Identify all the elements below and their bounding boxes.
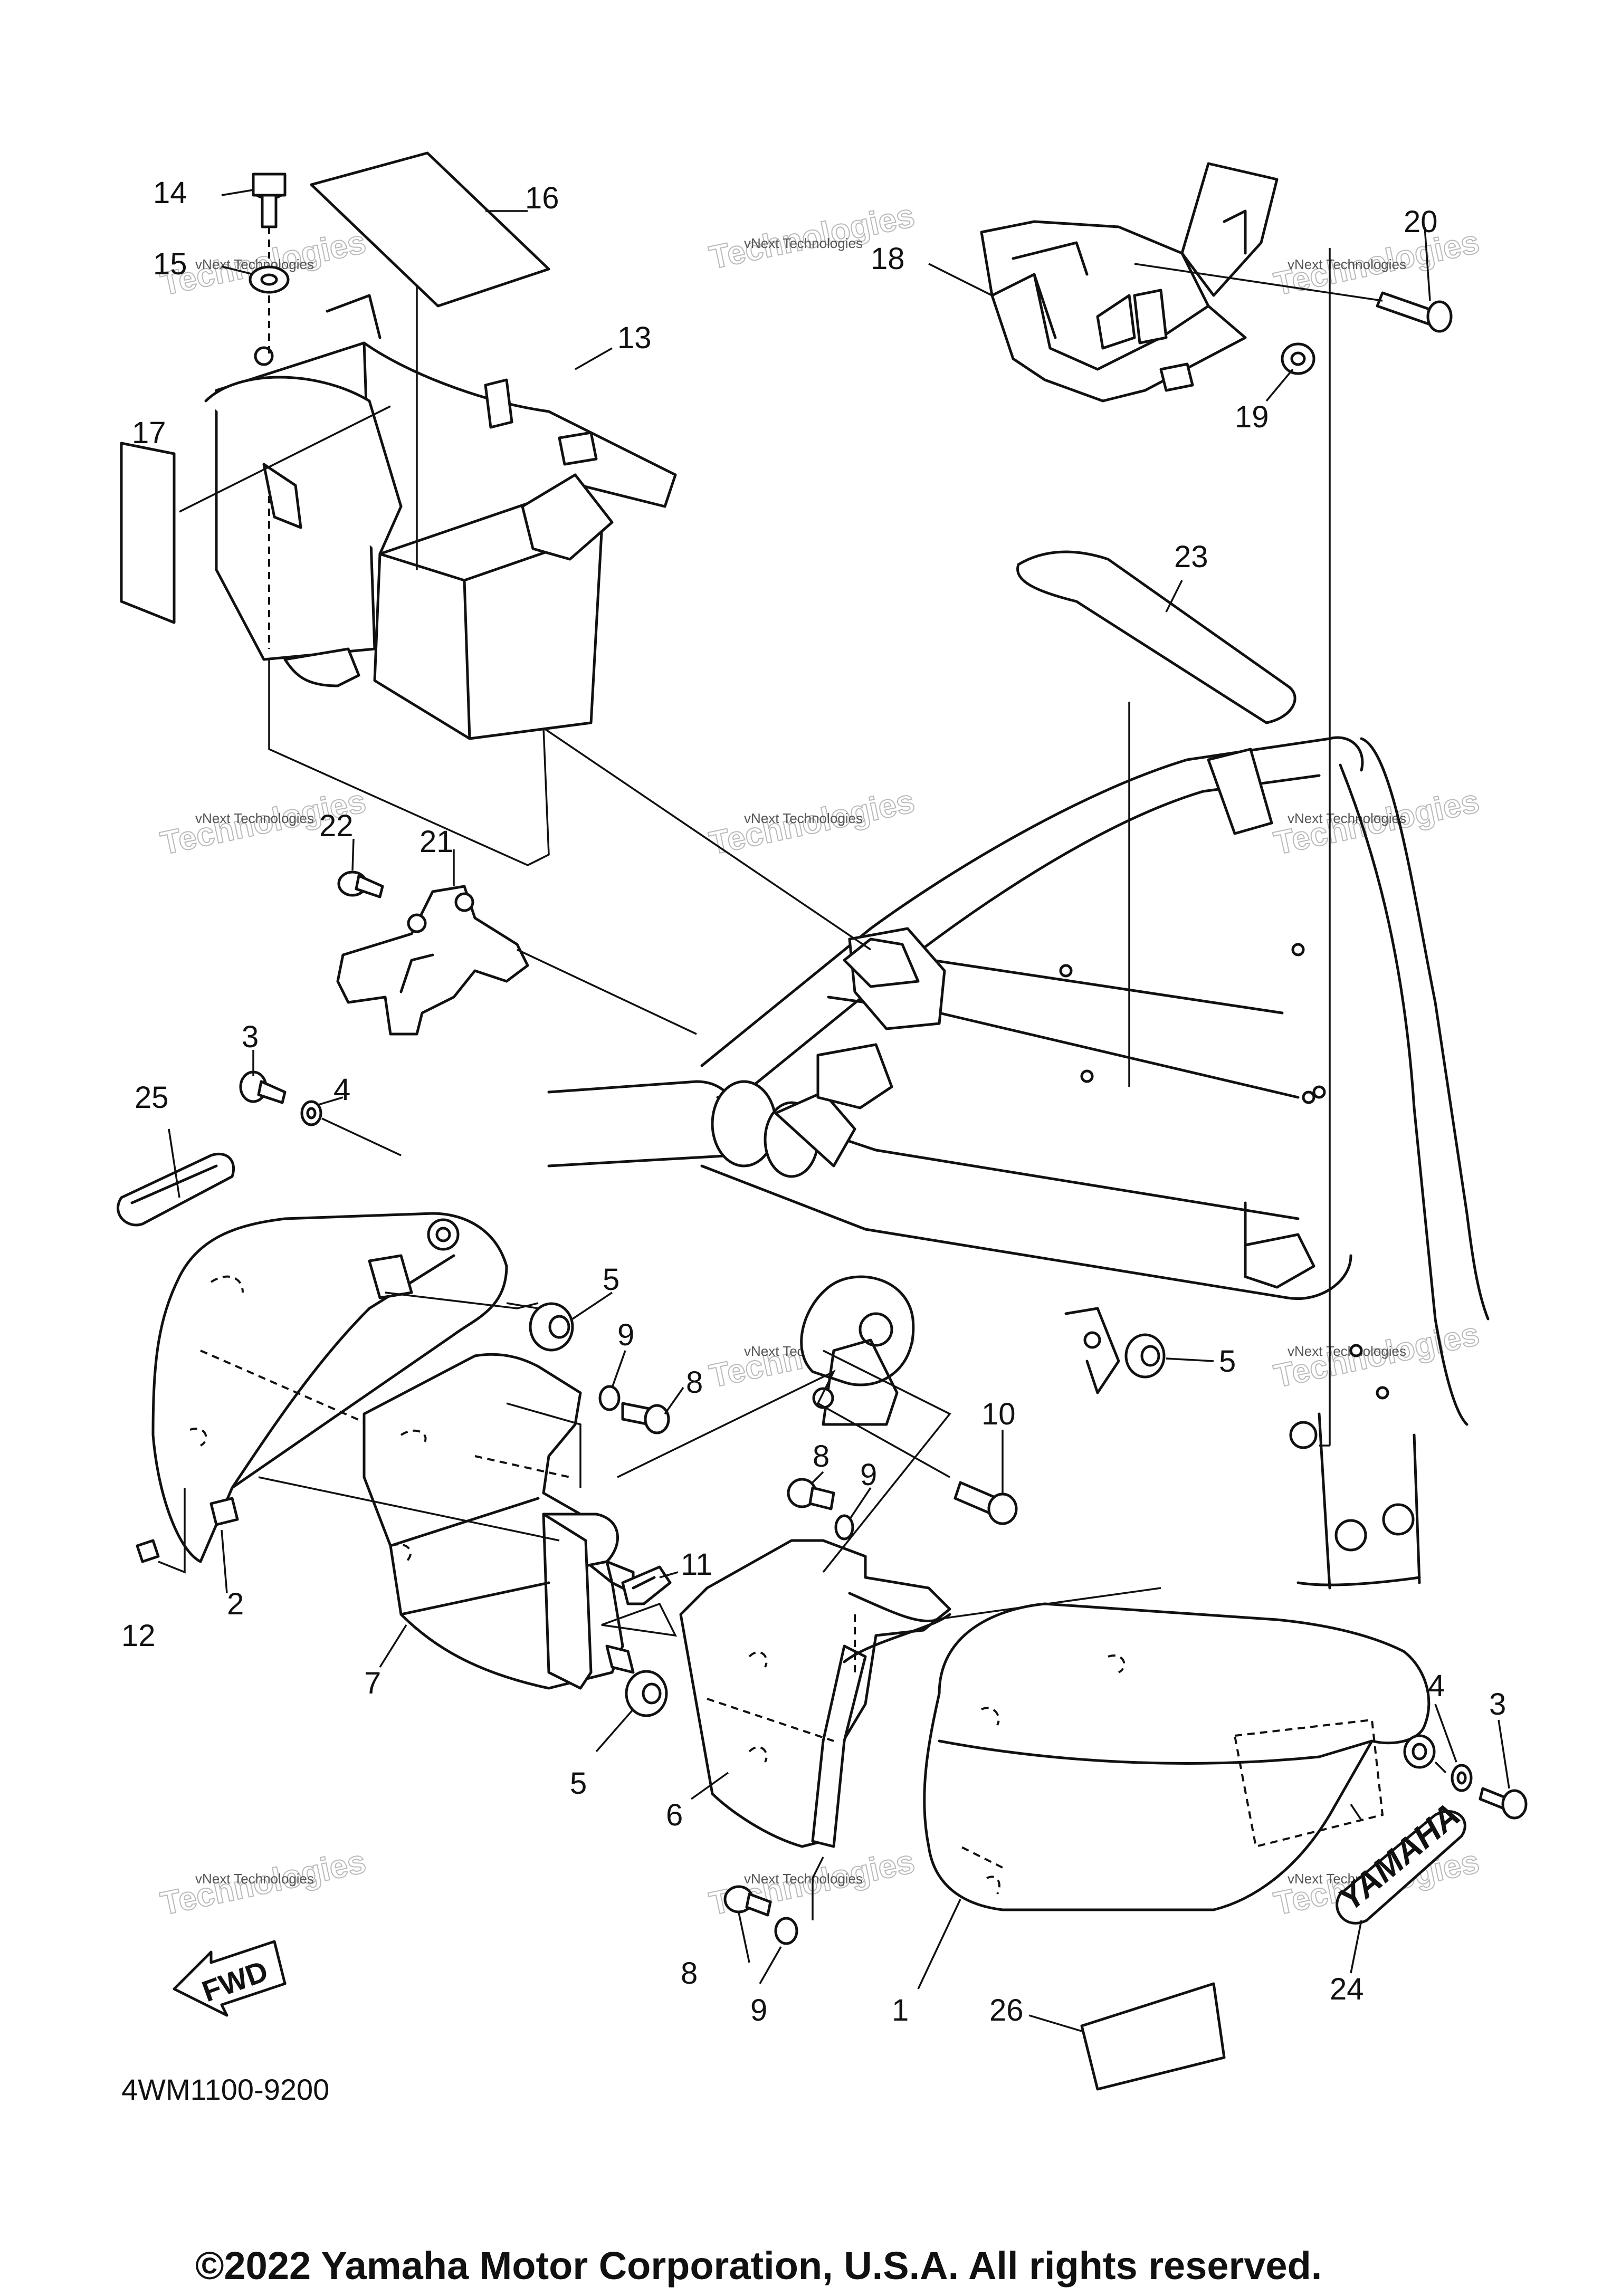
leader-lines — [168, 189, 1510, 2032]
pad-17 — [120, 442, 176, 624]
copyright-notice: ©2022 Yamaha Motor Corporation, U.S.A. A… — [195, 2244, 1322, 2288]
side-cover-body — [923, 1602, 1431, 1911]
callout-2: 2 — [227, 1587, 244, 1621]
watermark: vNext Technologies — [744, 810, 863, 826]
callout-10: 10 — [981, 1397, 1016, 1431]
grommet-5-lower — [625, 1670, 668, 1717]
callout-13: 13 — [617, 321, 652, 355]
grommet-5-left-upper — [529, 1302, 574, 1352]
pad-23 — [1016, 550, 1296, 724]
callout-9: 9 — [860, 1458, 877, 1492]
washer-4-left — [300, 1100, 322, 1126]
washer-15 — [249, 265, 290, 294]
washer-9-lower — [774, 1917, 798, 1945]
bolt-20 — [1376, 291, 1453, 333]
watermark: vNext Technologies — [195, 256, 314, 272]
clip-11 — [621, 1565, 672, 1605]
washer-12 — [136, 1539, 160, 1563]
watermark: vNext Technologies — [195, 810, 314, 826]
bolt-8-lower — [723, 1885, 772, 1917]
label-26 — [1080, 1982, 1226, 2091]
battery-box-13 — [204, 294, 677, 740]
callout-6: 6 — [666, 1798, 683, 1832]
callout-25: 25 — [135, 1080, 169, 1115]
watermark: vNext Technologies — [195, 1871, 314, 1887]
callout-20: 20 — [1404, 205, 1438, 239]
panel-6 — [679, 1539, 951, 1848]
callout-5: 5 — [603, 1262, 619, 1297]
side-cover-1 — [923, 1602, 1436, 1911]
bolt-8-middle — [787, 1478, 835, 1510]
watermark: vNext Technologies — [1288, 1343, 1406, 1359]
pad-16 — [310, 151, 550, 308]
washer-9-middle — [834, 1514, 854, 1541]
part-code: 4WM1100-9200 — [121, 2073, 329, 2106]
callout-5: 5 — [1219, 1344, 1236, 1379]
callout-23: 23 — [1174, 540, 1208, 574]
callout-5: 5 — [570, 1766, 587, 1801]
callout-16: 16 — [525, 181, 559, 215]
callout-24: 24 — [1330, 1972, 1364, 2006]
callout-8: 8 — [686, 1365, 703, 1400]
callout-labels: 1 2 3 3 4 4 5 5 5 6 7 8 8 8 9 9 9 10 11 … — [121, 176, 1506, 2027]
watermark: vNext Technologies — [1288, 810, 1406, 826]
bracket-21 — [336, 885, 529, 1036]
callout-3: 3 — [1489, 1687, 1506, 1721]
washer-9-upper — [598, 1385, 621, 1411]
bolt-14 — [252, 173, 287, 228]
bolt-22 — [337, 870, 384, 898]
callout-8: 8 — [813, 1439, 829, 1474]
callout-12: 12 — [121, 1619, 156, 1653]
frame-assembly — [547, 736, 1490, 1590]
frame-lug — [1244, 1233, 1315, 1289]
badge-25 — [117, 1152, 235, 1227]
callout-4: 4 — [1428, 1669, 1445, 1703]
callout-11: 11 — [681, 1547, 712, 1582]
cover-18 — [980, 162, 1279, 403]
callout-22: 22 — [319, 809, 354, 843]
callout-3: 3 — [242, 1020, 259, 1054]
callout-8: 8 — [681, 1956, 698, 1991]
side-cover-2 — [151, 1212, 508, 1563]
callout-9: 9 — [617, 1318, 634, 1352]
callout-4: 4 — [333, 1073, 350, 1107]
panel-body — [679, 1539, 951, 1848]
washer-4-right — [1451, 1764, 1473, 1792]
frame-lug — [800, 1275, 915, 1386]
watermark: vNext Technologies — [1288, 256, 1406, 272]
watermark: vNext Technologies — [744, 1871, 863, 1887]
watermark: vNext Technologies — [744, 235, 863, 251]
bolt-3-right — [1479, 1787, 1528, 1820]
callout-21: 21 — [419, 825, 454, 859]
grommet-19 — [1281, 342, 1315, 375]
callout-7: 7 — [364, 1666, 381, 1700]
callout-19: 19 — [1235, 400, 1269, 434]
callout-18: 18 — [871, 242, 905, 276]
bolt-10 — [953, 1481, 1018, 1525]
grommet-5-right — [1124, 1333, 1166, 1379]
callout-15: 15 — [153, 247, 187, 281]
callout-14: 14 — [153, 176, 187, 210]
airbox-7 — [363, 1353, 635, 1690]
callout-9: 9 — [750, 1993, 767, 2027]
callout-26: 26 — [989, 1993, 1024, 2027]
callout-17: 17 — [132, 416, 166, 450]
bolt-8-upper — [621, 1402, 670, 1434]
callout-1: 1 — [892, 1993, 909, 2027]
frame-lug — [1207, 748, 1273, 835]
fwd-arrow-icon: FWD — [173, 1940, 287, 2017]
bolt-3-left — [239, 1070, 287, 1104]
